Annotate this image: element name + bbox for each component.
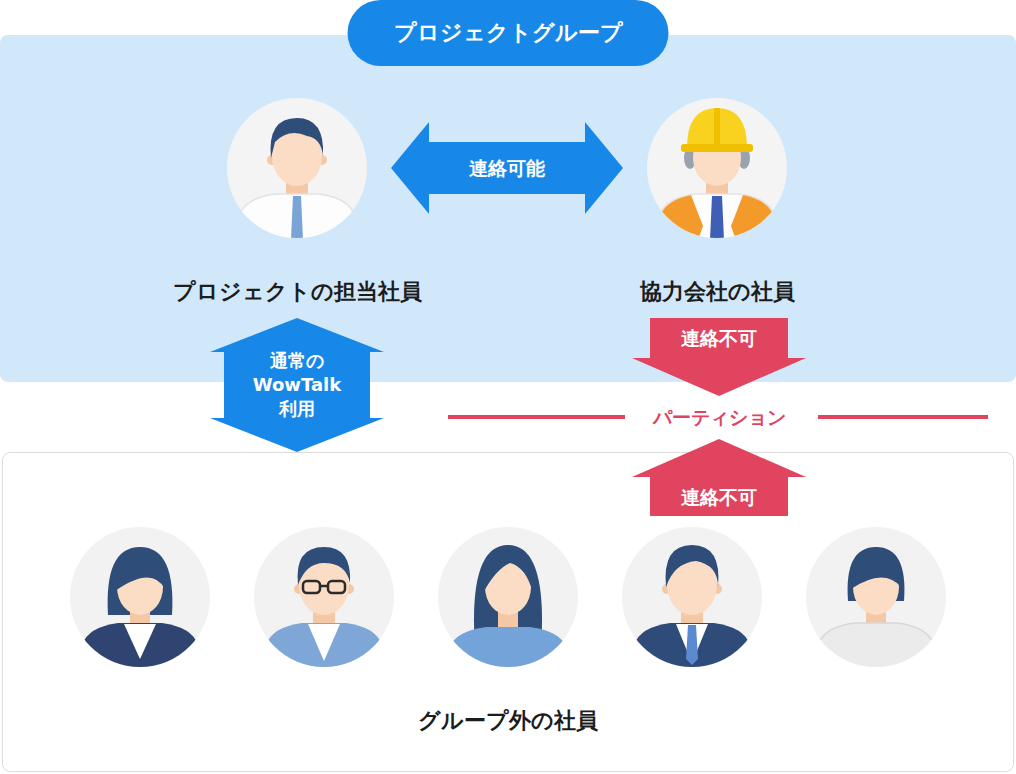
avatar-head (299, 555, 349, 615)
avatar-hair (474, 545, 542, 649)
avatar-helmet-brim (681, 144, 753, 152)
avatar-jacket (260, 623, 388, 672)
avatar-bg (227, 98, 367, 238)
avatar-neck (866, 597, 886, 629)
avatar-shirt (676, 624, 708, 663)
avatar (647, 98, 787, 243)
blocked-arrow (632, 318, 806, 396)
avatar-ear (294, 584, 304, 594)
partition-line (448, 415, 625, 419)
avatar-ear (317, 155, 327, 165)
avatar-hair (298, 547, 351, 585)
avatar-ear (344, 584, 354, 594)
avatar-head (272, 126, 322, 186)
avatar-bg (647, 98, 787, 238)
avatar-bg (806, 527, 946, 667)
node-label: 協力会社の社員 (640, 277, 795, 307)
blocked-arrow (632, 439, 806, 516)
avatar-glasses (320, 585, 328, 588)
avatar-bangs (115, 555, 165, 591)
avatar-neck (498, 597, 518, 629)
avatar-neck (130, 597, 150, 629)
avatar-head (667, 555, 717, 615)
avatar-neck (706, 168, 728, 200)
avatar-headset (684, 147, 696, 169)
avatar (70, 527, 210, 672)
avatar-hair (666, 545, 719, 587)
avatar-shirt (653, 194, 781, 243)
avatar-tie (686, 625, 698, 665)
outside-group-box: グループ外の社員 (2, 452, 1014, 772)
avatar-bg (438, 527, 578, 667)
avatar-glasses (328, 581, 345, 593)
avatar-shirt (233, 194, 361, 243)
avatar-figure (260, 547, 388, 672)
avatar-glasses (303, 581, 320, 593)
avatar-top (444, 627, 572, 672)
avatar-hair (108, 547, 173, 615)
avatar-tie (291, 196, 303, 240)
avatar-top (812, 623, 940, 672)
partition-line (818, 415, 988, 419)
avatar-neck (313, 597, 335, 629)
avatar-figure (444, 545, 572, 672)
avatar-bg (70, 527, 210, 667)
node-label: プロジェクトの担当社員 (173, 277, 422, 307)
partition-label: パーティション (653, 404, 786, 430)
avatar-shirt (308, 624, 340, 661)
avatar-vest (731, 195, 779, 243)
person-node: 協力会社の社員 (647, 98, 787, 308)
avatar (254, 527, 394, 672)
avatar-hair (271, 118, 324, 158)
group-title: プロジェクトグループ (348, 0, 669, 66)
avatar-bg (254, 527, 394, 667)
avatar-neck (286, 168, 308, 200)
avatar (806, 527, 946, 672)
block-arrow (391, 122, 623, 214)
node-label: グループ外の社員 (418, 706, 598, 736)
avatar-bangs (483, 553, 533, 593)
avatar-head (117, 559, 163, 615)
avatar-head (693, 130, 741, 186)
avatar-figure (812, 547, 940, 672)
avatar-head (853, 559, 899, 615)
avatar-figure (653, 108, 781, 243)
person-node: プロジェクトの担当社員 (227, 98, 367, 308)
block-arrow (210, 318, 384, 452)
avatar-bg (622, 527, 762, 667)
avatar-neck (681, 597, 703, 629)
avatar (622, 527, 762, 672)
avatar-figure (628, 545, 756, 672)
group-band: プロジェクトグループプロジェクトの担当社員協力会社の社員 (0, 35, 1016, 382)
avatar-helmet-ridge (714, 108, 720, 144)
avatar-tie (710, 196, 724, 240)
avatar-ear (267, 155, 277, 165)
avatar-figure (233, 118, 361, 243)
avatar-ear (712, 584, 722, 594)
avatar-ear (662, 584, 672, 594)
avatar-headset (738, 147, 750, 169)
avatar-inner (124, 624, 156, 659)
avatar-hair (848, 547, 905, 601)
avatar-suit (628, 623, 756, 672)
avatar (438, 527, 578, 672)
avatar-figure (76, 547, 204, 672)
avatar-jacket (76, 623, 204, 672)
avatar (227, 98, 367, 243)
avatar-helmet (687, 108, 747, 148)
avatar-vest (655, 195, 703, 243)
avatar-bangs (851, 555, 901, 589)
avatar-head (485, 559, 531, 615)
